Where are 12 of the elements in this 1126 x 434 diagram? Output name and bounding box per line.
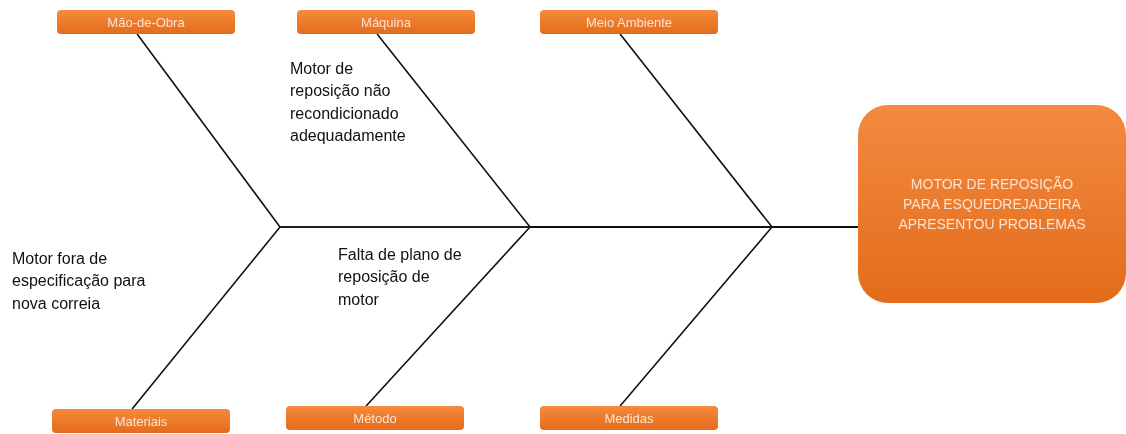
cause-text: Motor de reposição não recondicionado adequadamente: [290, 59, 407, 147]
effect-box: [858, 105, 1126, 303]
category-label-box: Medidas: [540, 406, 718, 430]
cause-text: Motor fora de especificação para nova correia: [12, 249, 147, 314]
category-label-box: Máquina: [297, 10, 475, 34]
category-label-box: Meio Ambiente: [540, 10, 718, 34]
category-label-box: Método: [286, 406, 464, 430]
category-label-box: Mão-de-Obra: [57, 10, 235, 34]
cause-text: Falta de plano de reposição de motor: [338, 245, 463, 310]
fishbone-line: [619, 226, 859, 407]
effect-text: MOTOR DE REPOSIÇÃO PARA ESQUEDREJADEIRA APRESENTOU PROBLEMAS: [897, 174, 1087, 235]
category-label-box: Materiais: [52, 409, 230, 433]
